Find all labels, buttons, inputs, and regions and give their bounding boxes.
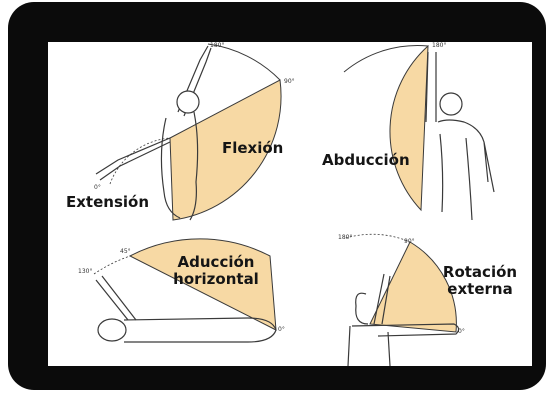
flex-top-degree: 180° bbox=[210, 42, 224, 49]
horizontal-adduction-line1: Aducción bbox=[168, 254, 264, 271]
horizontal-adduction-dashed-arc bbox=[94, 256, 130, 274]
ext-left-degree: 0° bbox=[94, 184, 101, 191]
abduction-raised-arm bbox=[426, 52, 436, 122]
abduction-head bbox=[440, 93, 462, 115]
abduction-torso bbox=[438, 120, 494, 220]
rot-right-degree: 0° bbox=[458, 328, 465, 335]
external-rotation-line2: externa bbox=[440, 281, 520, 298]
horizontal-adduction-head bbox=[98, 319, 126, 341]
horizontal-adduction-line2: horizontal bbox=[168, 271, 264, 288]
abduction-label: Abducción bbox=[322, 152, 410, 169]
rot-left-degree: 180° bbox=[338, 234, 352, 241]
external-rotation-line1: Rotación bbox=[440, 264, 520, 281]
flexion-label: Flexión bbox=[222, 140, 283, 157]
horizontal-adduction-arm bbox=[96, 276, 136, 320]
add-horiz-mid-degree: 45° bbox=[120, 248, 131, 255]
extension-arm bbox=[96, 138, 170, 180]
extension-label: Extensión bbox=[66, 194, 149, 211]
diagram-panel: Flexión Extensión Abducción Aducción hor… bbox=[48, 42, 532, 366]
abd-top-degree: 180° bbox=[432, 42, 446, 49]
flex-right-degree: 90° bbox=[284, 78, 295, 85]
abduction-sector bbox=[390, 46, 428, 210]
external-rotation-label: Rotación externa bbox=[440, 264, 520, 298]
external-rotation-head bbox=[356, 293, 368, 324]
add-horiz-right-degree: 0° bbox=[278, 326, 285, 333]
flexion-head bbox=[177, 91, 199, 113]
abduction-group bbox=[344, 46, 494, 220]
flexion-arc bbox=[208, 44, 280, 80]
rot-top-degree: 90° bbox=[404, 238, 415, 245]
external-rotation-dashed-arc bbox=[346, 234, 410, 242]
horizontal-adduction-label: Aducción horizontal bbox=[168, 254, 264, 288]
horizontal-adduction-body bbox=[124, 318, 276, 342]
dark-frame: Flexión Extensión Abducción Aducción hor… bbox=[8, 2, 546, 390]
external-rotation-group bbox=[346, 234, 459, 366]
add-horiz-left-degree: 130° bbox=[78, 268, 92, 275]
